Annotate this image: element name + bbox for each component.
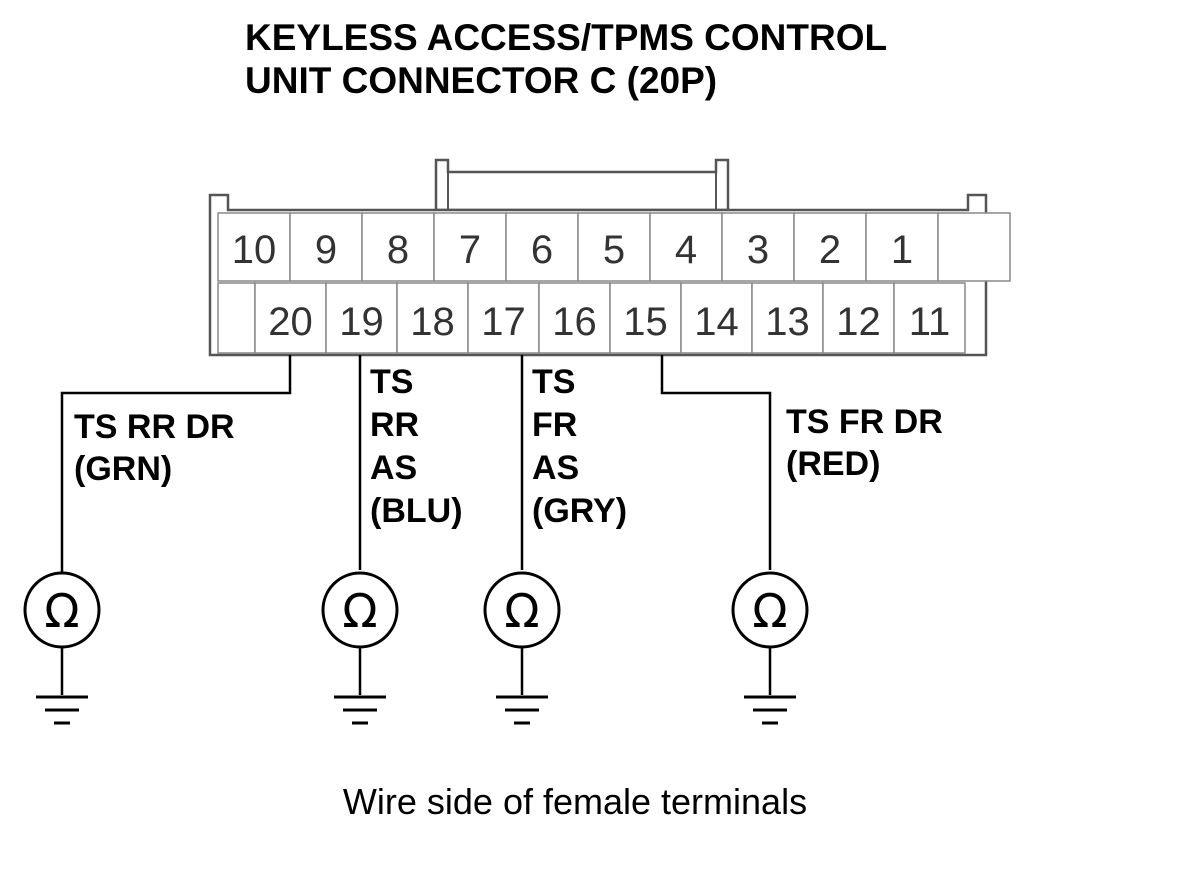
ohm-symbol: Ω [44,584,79,638]
wire-label-pin-17-line-3: AS [532,449,579,487]
pin-cell [467,282,540,354]
wire-label-pin-15-line-2: (RED) [786,445,880,483]
ground-icon [744,695,796,725]
wire-label-pin-17-line-1: TS [532,363,575,401]
wire-label-pin-20-line-2: (GRN) [74,450,172,488]
pin-cell [361,212,435,282]
pin-number: 20 [268,300,313,344]
wire-pin-15: TS FR DR (RED) [660,355,943,570]
empty-cell [217,282,256,354]
wire-label-pin-20-line-1: TS RR DR [74,408,235,446]
pin-cell [649,212,723,282]
connector-bottom-row: 20 19 18 17 16 15 14 13 12 11 [217,282,966,354]
pin-number: 7 [459,228,481,272]
pin-number: 6 [531,228,553,272]
ohm-symbol: Ω [342,584,377,638]
pin-number: 3 [747,228,769,272]
empty-cell [937,212,1011,282]
diagram-caption: Wire side of female terminals [343,781,807,822]
pin-cell [721,212,795,282]
wire-label-pin-19-line-2: RR [370,406,419,444]
ohmmeter: Ω [731,571,809,725]
pin-cell [865,212,939,282]
wire-label-pin-17-line-4: (GRY) [532,492,627,530]
diagram-title-line-2: UNIT CONNECTOR C (20P) [245,60,717,101]
pin-number: 18 [410,300,455,344]
pin-cell [822,282,895,354]
pin-number: 14 [694,300,739,344]
pin-number: 13 [765,300,810,344]
pin-number: 19 [339,300,384,344]
pin-number: 9 [315,228,337,272]
pin-number: 10 [232,228,277,272]
pin-cell [505,212,579,282]
pin-cell [680,282,753,354]
ground-icon [496,695,548,725]
wire-label-pin-19-line-3: AS [370,449,417,487]
ground-icon [36,695,88,725]
pin-number: 2 [819,228,841,272]
wire-pin-20: TS RR DR (GRN) [60,355,292,578]
pin-number: 12 [836,300,881,344]
pin-number: 4 [675,228,697,272]
wire-label-pin-19-line-1: TS [370,363,413,401]
wire-pin-17: TS FR AS (GRY) [520,355,627,570]
pin-cell [433,212,507,282]
pin-cell [793,212,867,282]
wire-pin-19: TS RR AS (BLU) [358,355,463,570]
pin-cell [577,212,651,282]
ohm-symbol: Ω [752,584,787,638]
pin-cell [217,212,291,282]
ohmmeter: Ω [321,571,399,725]
pin-cell [609,282,682,354]
pin-cell [893,282,966,354]
pin-cell [254,282,327,354]
wire-label-pin-15-line-1: TS FR DR [786,403,943,441]
ohmmeter: Ω [23,571,101,725]
pin-cell [751,282,824,354]
pin-number: 1 [891,228,913,272]
pin-cell [325,282,398,354]
ohm-symbol: Ω [504,584,539,638]
pin-number: 11 [909,300,951,344]
pin-number: 16 [552,300,597,344]
diagram-title-line-1: KEYLESS ACCESS/TPMS CONTROL [245,17,887,58]
wire-label-pin-17-line-2: FR [532,406,577,444]
connector-lock-tab [434,158,730,212]
wire-label-pin-19-line-4: (BLU) [370,492,463,530]
ohmmeter: Ω [483,571,561,725]
pin-number: 5 [603,228,625,272]
ground-icon [334,695,386,725]
pin-number: 17 [481,300,526,344]
pin-number: 8 [387,228,409,272]
connector-top-row: 10 9 8 7 6 5 4 3 2 1 [217,212,1011,282]
pin-number: 15 [623,300,668,344]
